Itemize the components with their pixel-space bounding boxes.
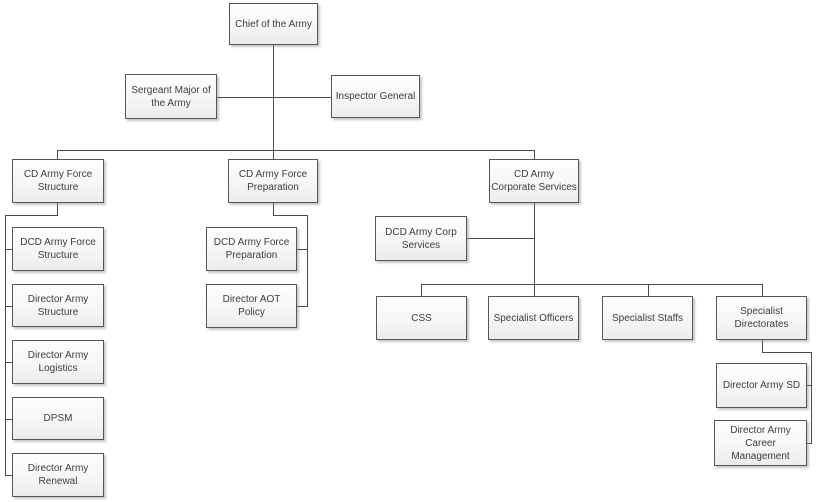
connector-stub xyxy=(57,150,58,159)
node-director-army-sd: Director Army SD xyxy=(716,363,807,408)
node-label: CD Army Force Preparation xyxy=(238,169,308,193)
node-label: Director Army Renewal xyxy=(27,463,89,487)
connector-stub xyxy=(807,443,812,444)
node-label: DCD Army Force Structure xyxy=(20,237,96,261)
node-label: CD Army Force Structure xyxy=(23,169,93,193)
node-director-army-renewal: Director Army Renewal xyxy=(12,453,104,497)
connector-stub xyxy=(273,150,274,159)
node-cd-army-force-preparation: CD Army Force Preparation xyxy=(228,159,318,203)
node-label: DCD Army Force Preparation xyxy=(213,237,290,261)
connector-elbow xyxy=(762,352,812,353)
node-dcd-army-force-structure: DCD Army Force Structure xyxy=(12,227,104,271)
node-dcd-army-force-preparation: DCD Army Force Preparation xyxy=(206,227,297,271)
node-sergeant-major-of-the-army: Sergeant Major of the Army xyxy=(125,74,217,119)
node-dpsm: DPSM xyxy=(12,397,104,440)
node-label: Inspector General xyxy=(335,91,416,102)
node-label: Sergeant Major of the Army xyxy=(131,84,211,109)
node-director-aot-policy: Director AOT Policy xyxy=(206,284,297,328)
node-director-army-career-management: Director Army Career Management xyxy=(714,420,807,466)
node-director-army-structure: Director Army Structure xyxy=(12,284,104,327)
node-specialist-directorates: Specialist Directorates xyxy=(716,296,807,340)
connector-row3-bus xyxy=(57,150,535,151)
connector-stub xyxy=(273,203,274,216)
connector-stub xyxy=(297,306,308,307)
connector-stub xyxy=(5,362,12,363)
connector-stub xyxy=(5,419,12,420)
node-specialist-staffs: Specialist Staffs xyxy=(602,296,693,340)
node-dcd-army-corp-services: DCD Army Corp Services xyxy=(375,216,467,261)
node-label: DPSM xyxy=(43,413,73,424)
node-label: Director AOT Policy xyxy=(222,294,281,318)
node-label: Specialist Directorates xyxy=(734,306,789,330)
connector-staff-row xyxy=(217,97,331,98)
node-specialist-officers: Specialist Officers xyxy=(488,296,579,340)
node-cd-army-corporate-services: CD Army Corporate Services xyxy=(489,159,579,203)
node-chief-of-the-army: Chief of the Army xyxy=(229,3,318,45)
connector-elbow xyxy=(273,215,308,216)
connector-far-right-trunk xyxy=(811,352,812,444)
connector-left-trunk xyxy=(5,215,6,475)
connector-stub xyxy=(467,238,534,239)
node-label: Director Army Career Management xyxy=(730,424,791,462)
node-director-army-logistics: Director Army Logistics xyxy=(12,340,104,384)
node-label: Specialist Officers xyxy=(493,312,574,324)
node-css: CSS xyxy=(376,296,467,340)
node-label: Director Army Structure xyxy=(27,293,89,318)
connector-stub xyxy=(5,249,12,250)
node-label: Chief of the Army xyxy=(235,18,312,30)
connector-stub xyxy=(762,340,763,353)
connector-stub xyxy=(297,249,308,250)
node-cd-army-force-structure: CD Army Force Structure xyxy=(12,159,104,203)
node-label: Specialist Staffs xyxy=(612,312,683,324)
node-label: DCD Army Corp Services xyxy=(385,226,457,251)
node-inspector-general: Inspector General xyxy=(331,75,420,118)
connector-row4-bus xyxy=(421,284,763,285)
node-label: CSS xyxy=(411,312,432,324)
node-label: Director Army SD xyxy=(722,380,801,391)
connector-stub xyxy=(5,475,12,476)
node-label: CD Army Corporate Services xyxy=(491,169,577,193)
connector-stub xyxy=(534,150,535,159)
connector-stub xyxy=(648,284,649,296)
connector-stub xyxy=(5,306,12,307)
connector-stub xyxy=(421,284,422,296)
connector-stub xyxy=(762,284,763,296)
connector-stub xyxy=(57,203,58,216)
connector-stub xyxy=(534,284,535,296)
connector-mid-trunk xyxy=(307,215,308,306)
connector-stub xyxy=(807,385,812,386)
node-label: Director Army Logistics xyxy=(27,350,89,374)
connector-elbow xyxy=(5,215,58,216)
connector-right-trunk xyxy=(534,203,535,284)
